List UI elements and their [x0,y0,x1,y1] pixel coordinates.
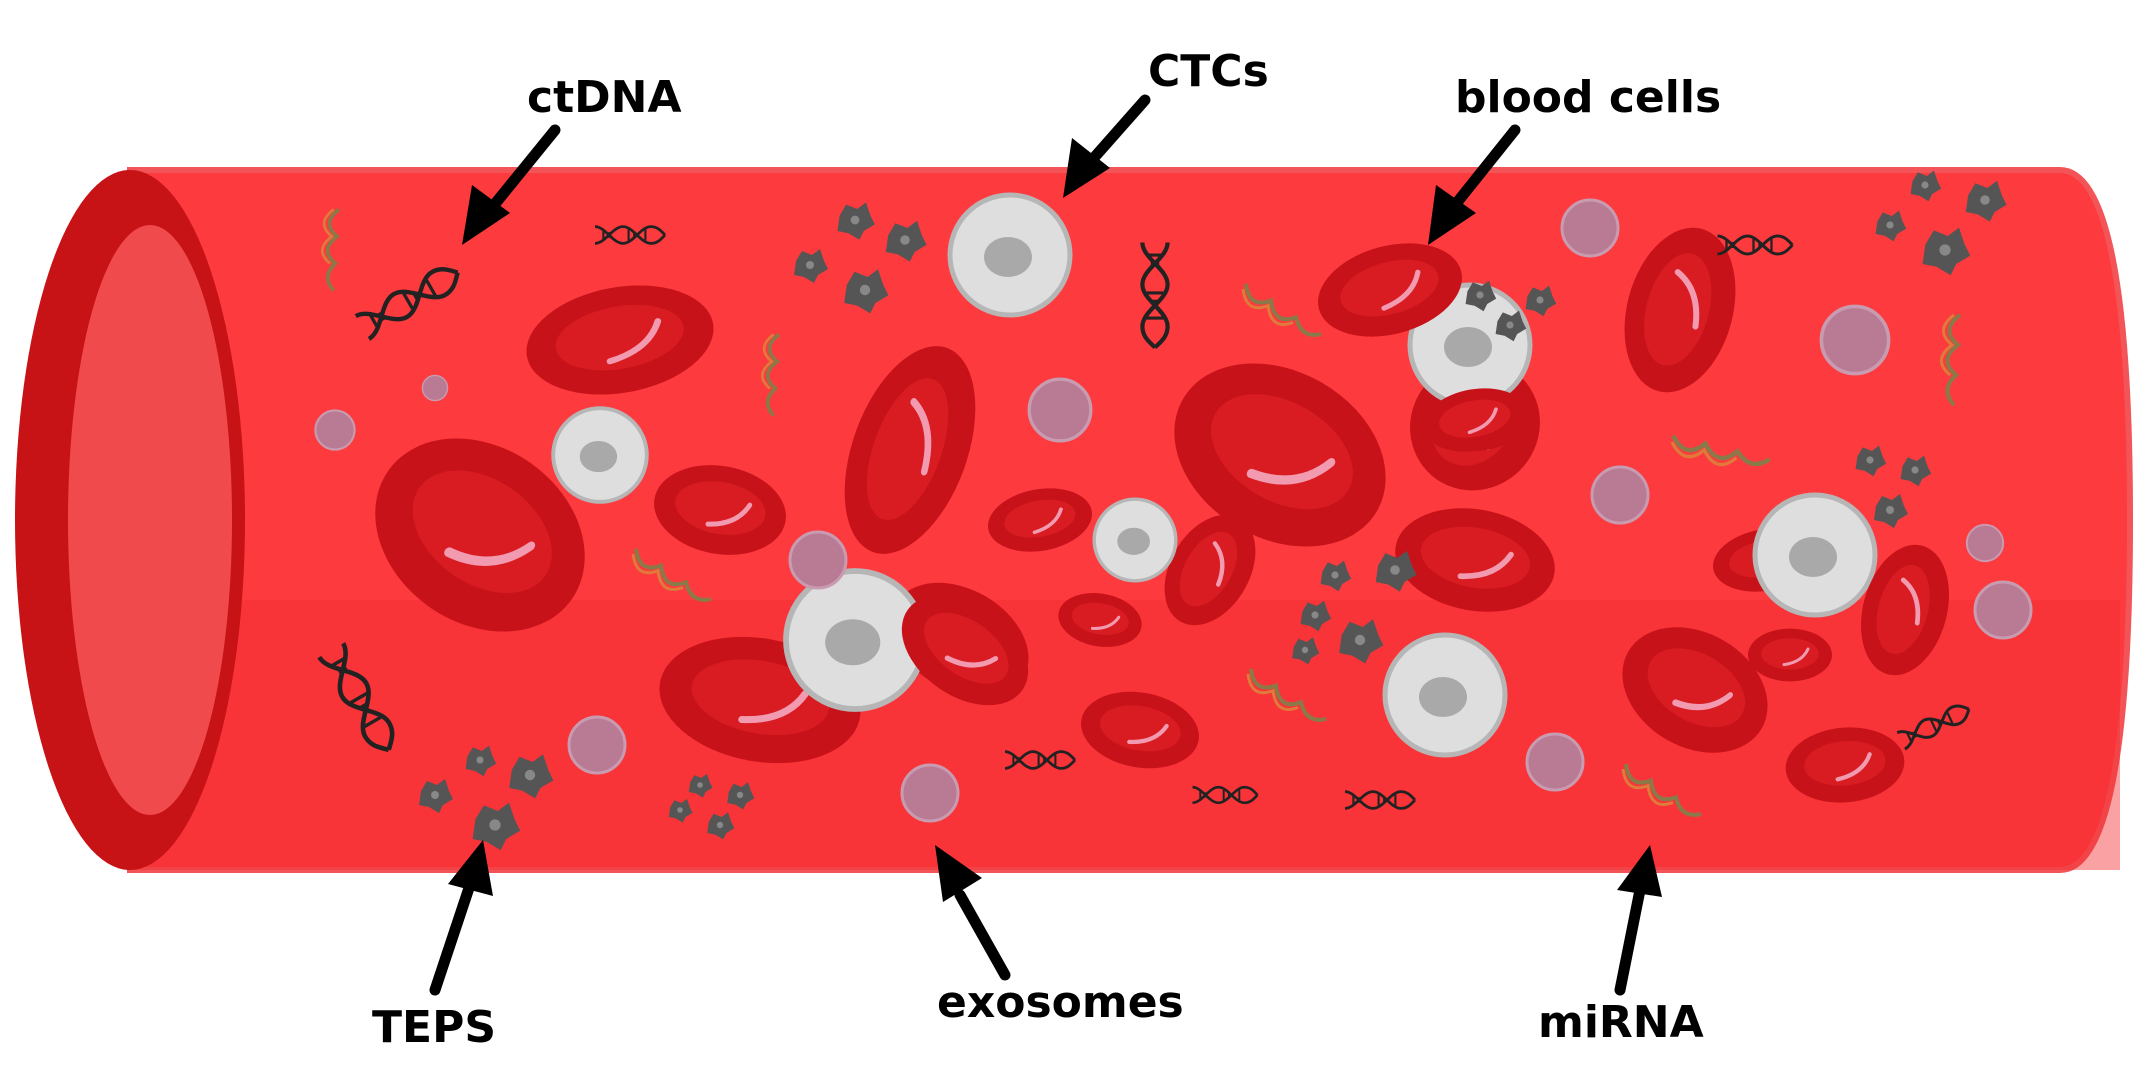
label-ctdna: ctDNA [527,72,682,123]
label-exosomes: exosomes [937,977,1184,1028]
arrow-teps [429,840,493,996]
vessel-lumen [68,225,232,815]
arrow-ctcs [1063,94,1151,198]
label-teps: TEPS [372,1002,496,1053]
arrow-mirna [1614,845,1662,996]
label-ctcs: CTCs [1148,46,1269,97]
arrows [429,94,1662,996]
label-mirna: miRNA [1538,997,1704,1048]
arrow-blood-cells [1428,124,1521,245]
arrow-exosomes [935,845,1011,981]
arrow-ctdna [462,124,561,245]
label-blood-cells: blood cells [1455,72,1721,123]
